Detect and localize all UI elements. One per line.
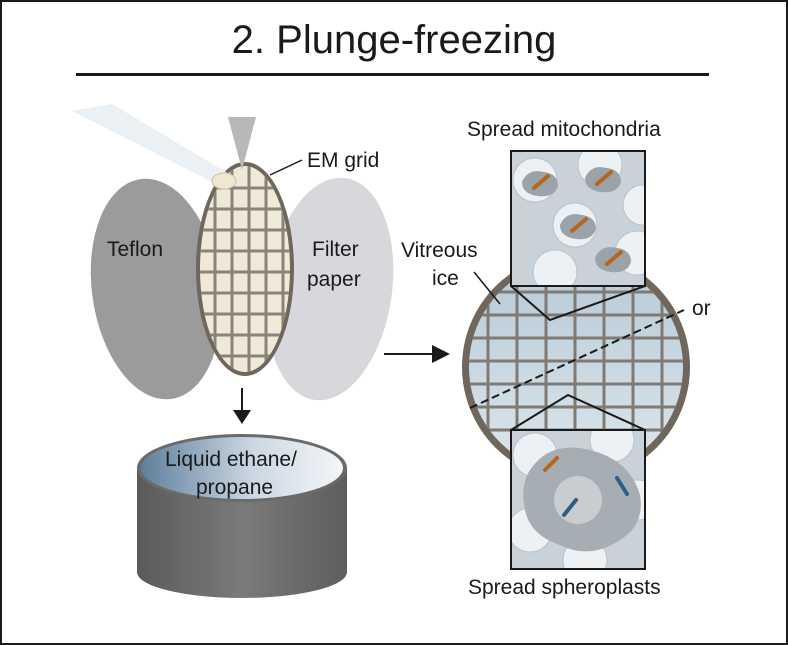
teflon-label: Teflon: [107, 238, 163, 261]
down-arrow-head: [233, 410, 251, 424]
ethane-cup: [137, 434, 347, 598]
liquid-label-line1: Liquid ethane/: [165, 448, 297, 471]
right-arrow-head: [432, 345, 450, 363]
em-grid: [196, 162, 294, 376]
em-grid-leader: [269, 159, 303, 176]
vitreous-label-line1: Vitreous: [401, 239, 478, 262]
or-divider: [469, 309, 685, 409]
filter-paper-label-line2: paper: [307, 268, 361, 291]
bottom-callout-connector: [510, 393, 646, 431]
em-grid-label: EM grid: [307, 149, 379, 172]
vitreous-leader: [473, 271, 501, 305]
spread-mitochondria-label: Spread mitochondria: [467, 118, 661, 141]
tweezers-tip: [228, 117, 256, 170]
vitreous-label-line2: ice: [432, 267, 459, 290]
liquid-label-line2: propane: [196, 476, 273, 499]
page-title: 2. Plunge-freezing: [231, 18, 557, 62]
title-underline: [76, 73, 709, 76]
pipette-droplet: [211, 172, 237, 190]
filter-paper: [266, 177, 394, 401]
mitochondria-inset: [510, 150, 646, 287]
spheroplasts-inset: [510, 429, 646, 570]
teflon-pad: [90, 178, 222, 400]
pipette: [72, 104, 236, 190]
top-callout-connector: [510, 285, 646, 322]
filter-paper-label-line1: Filter: [312, 238, 359, 261]
or-label: or: [692, 297, 711, 320]
spread-spheroplasts-label: Spread spheroplasts: [468, 576, 661, 599]
